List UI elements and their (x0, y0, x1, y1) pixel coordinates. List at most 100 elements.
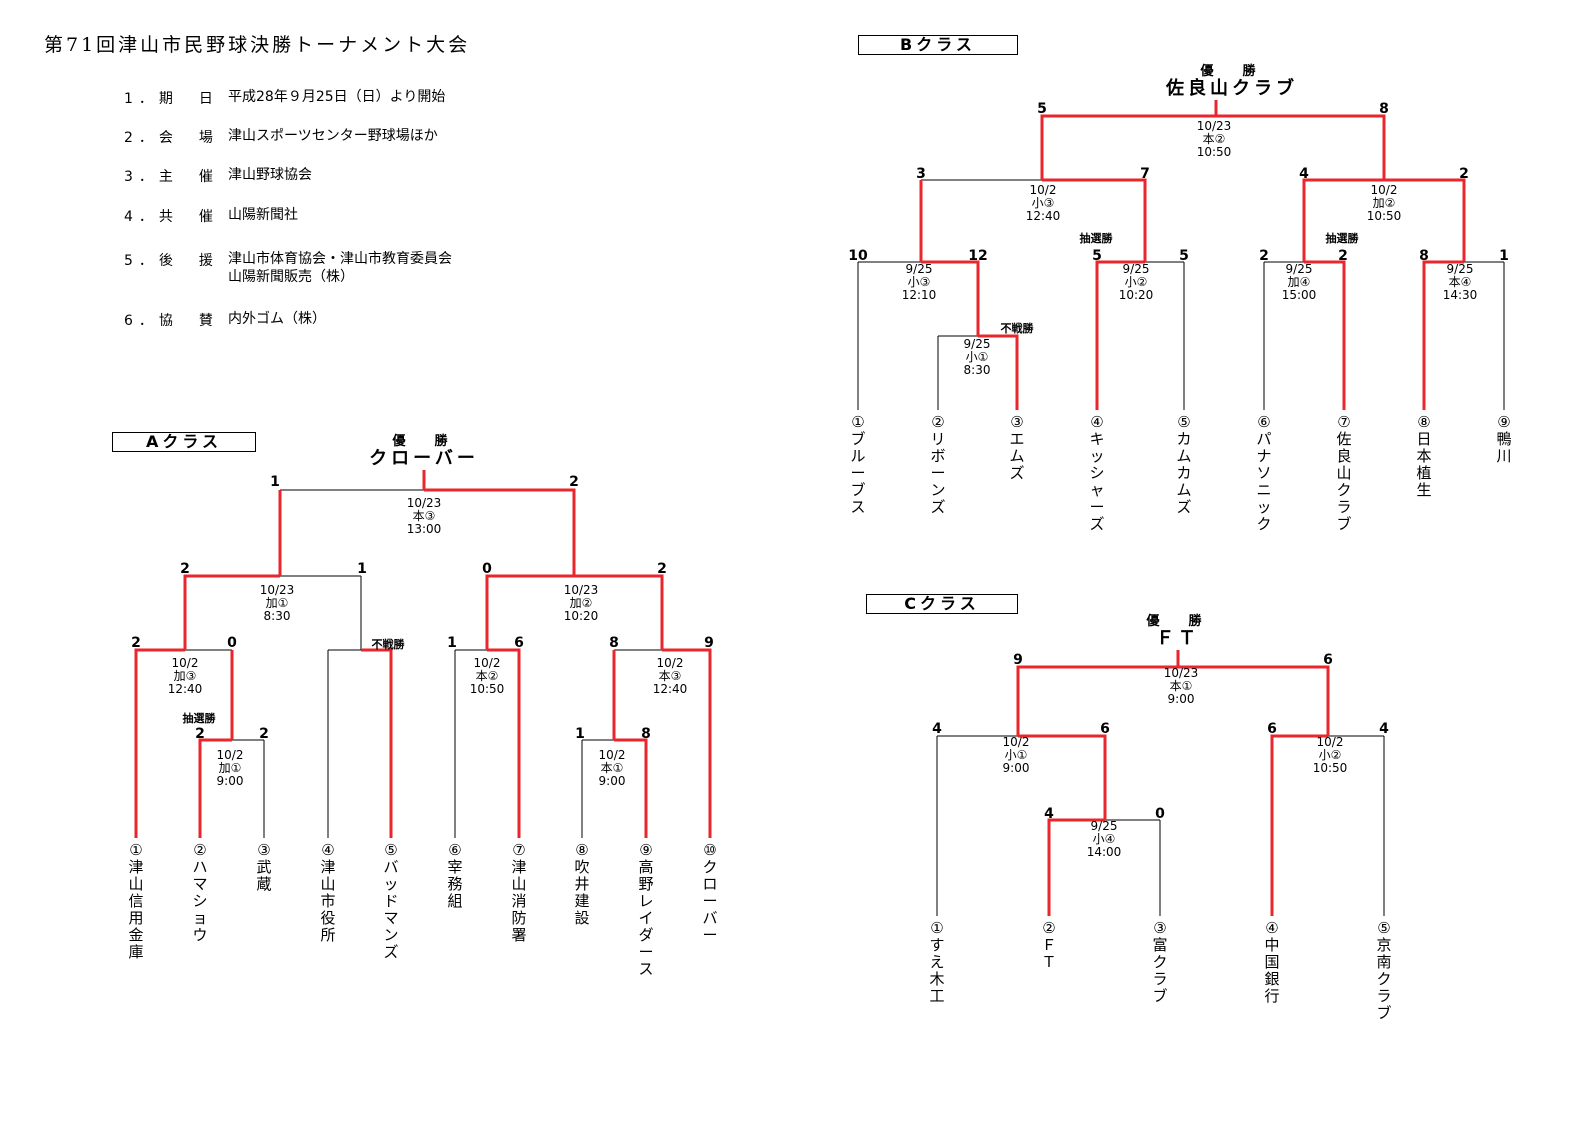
info-value: 津山スポーツセンター野球場ほか (228, 127, 438, 145)
score-label: 4 (1379, 721, 1389, 737)
score-label: 1 (447, 635, 457, 651)
match-info-line: 本① (601, 761, 624, 775)
info-row: 4．共 催山陽新聞社 (124, 206, 298, 226)
info-value-line: 津山市体育協会・津山市教育委員会 (228, 251, 452, 267)
match-info-line: 10:50 (1197, 145, 1232, 159)
match-info-line: 9:00 (1168, 692, 1195, 706)
info-label: 6．協 賛 (124, 313, 219, 329)
match-info-line: 小① (1005, 748, 1028, 762)
info-label: 5．後 援 (124, 253, 219, 269)
match-info-line: 12:10 (902, 288, 937, 302)
score-label: 9 (704, 635, 714, 651)
info-row: 2．会 場津山スポーツセンター野球場ほか (124, 127, 438, 147)
match-info-line: 9:00 (599, 774, 626, 788)
info-value-line: 津山野球協会 (228, 167, 312, 183)
info-row: 5．後 援津山市体育協会・津山市教育委員会 山陽新聞販売（株） (124, 250, 452, 286)
info-label: 4．共 催 (124, 209, 219, 225)
info-value: 平成28年９月25日（日）より開始 (228, 88, 445, 106)
score-label: 6 (1100, 721, 1110, 737)
score-label: 8 (609, 635, 619, 651)
winner-path (1302, 178, 1384, 262)
score-label: 0 (1155, 806, 1165, 822)
match-info-line: 小① (966, 350, 989, 364)
info-label: 2．会 場 (124, 130, 219, 146)
score-label: 2 (131, 635, 141, 651)
winner-path (1042, 178, 1147, 262)
team-a-5: ⑤バッドマンズ (383, 841, 399, 961)
match-info-line: 10:50 (1313, 761, 1348, 775)
match-info-line: 加① (266, 596, 289, 610)
winner-path (1040, 114, 1216, 180)
winner-path (1016, 665, 1178, 736)
note-label: 抽選勝 (1326, 231, 1360, 245)
match-info-line: 本③ (659, 669, 682, 683)
winner-path (1178, 665, 1330, 736)
info-label: 1．期 日 (124, 91, 219, 107)
champion-c-label: 優 勝 (1146, 614, 1210, 629)
team-b-9: ⑨鴨川 (1496, 413, 1512, 465)
match-info-line: 9:00 (1003, 761, 1030, 775)
champion-c-name: ＦＴ (1156, 628, 1200, 649)
match-info-line: 12:40 (168, 682, 203, 696)
team-a-2: ②ハマショウ (192, 841, 208, 944)
score-label: 4 (1299, 166, 1309, 182)
class-a-label: Aクラス (112, 432, 256, 452)
match-info-line: 10/2 (217, 748, 244, 762)
match-info-line: 10/23 (260, 583, 295, 597)
winner-path (424, 488, 576, 576)
match-info-line: 本③ (413, 509, 436, 523)
match-info-line: 加③ (174, 669, 197, 683)
match-info-line: 本② (476, 669, 499, 683)
team-a-8: ⑧吹井建設 (574, 841, 590, 927)
score-label: 5 (1179, 248, 1189, 264)
score-label: 2 (259, 726, 269, 742)
match-info-line: 9/25 (964, 337, 991, 351)
match-info-line: 本④ (1449, 275, 1472, 289)
match-info-line: 本② (1203, 132, 1226, 146)
winner-path (1422, 260, 1464, 410)
info-value-line: 山陽新聞販売（株） (228, 269, 354, 285)
score-label: 12 (968, 248, 987, 264)
winner-path (1095, 260, 1145, 410)
page-title: 第71回津山市民野球決勝トーナメント大会 (44, 34, 471, 56)
match-info-line: 12:40 (1026, 209, 1061, 223)
info-value-line: 山陽新聞社 (228, 207, 298, 223)
score-label: 6 (1323, 652, 1333, 668)
note-label: 不戦勝 (372, 637, 406, 651)
winner-path (1216, 114, 1386, 180)
team-a-9: ⑨高野レイダース (638, 841, 654, 978)
score-label: 2 (180, 561, 190, 577)
winner-path (198, 738, 232, 838)
note-label: 不戦勝 (1001, 321, 1035, 335)
score-label: 2 (1459, 166, 1469, 182)
match-info-line: 15:00 (1282, 288, 1317, 302)
match-info-line: 8:30 (264, 609, 291, 623)
match-info-line: 10/2 (1003, 735, 1030, 749)
champion-b-label: 優 勝 (1200, 64, 1264, 79)
score-label: 4 (932, 721, 942, 737)
info-value-line: 平成28年９月25日（日）より開始 (228, 89, 446, 105)
winner-path (1047, 818, 1105, 916)
team-a-7: ⑦津山消防署 (511, 841, 527, 944)
score-label: 9 (1013, 652, 1023, 668)
match-info-line: 13:00 (407, 522, 442, 536)
score-label: 8 (1419, 248, 1429, 264)
team-a-1: ①津山信用金庫 (128, 841, 144, 961)
champion-a-label: 優 勝 (392, 434, 456, 449)
winner-path (662, 648, 712, 838)
team-a-3: ③武蔵 (256, 841, 272, 893)
match-info-line: 10/2 (172, 656, 199, 670)
